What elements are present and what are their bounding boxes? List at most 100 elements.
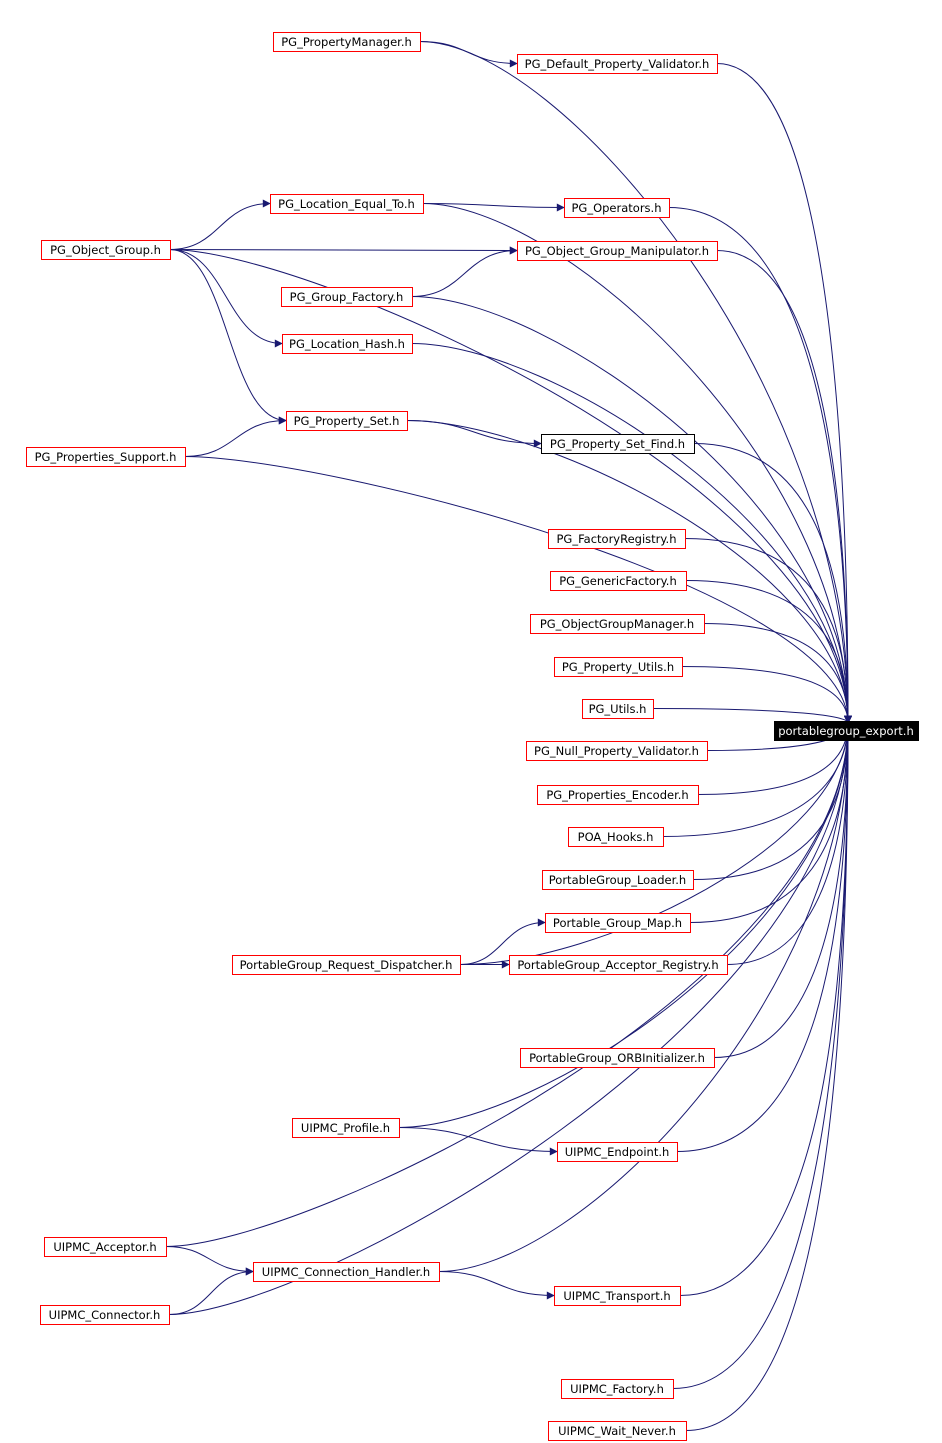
node-og[interactable]: PG_Object_Group.h [41,240,171,260]
node-utils[interactable]: PG_Utils.h [582,699,654,719]
node-box-putil [554,657,683,677]
edge-lh-to-target [411,343,852,724]
node-ops[interactable]: PG_Operators.h [564,198,670,218]
node-defval[interactable]: PG_Default_Property_Validator.h [517,54,718,74]
edge-og-to-ogm [169,246,518,255]
edge-gfac-to-target [685,580,852,724]
node-label-rdisp: PortableGroup_Request_Dispatcher.h [240,958,453,972]
node-areg[interactable]: PortableGroup_Acceptor_Registry.h [509,955,728,975]
node-loader[interactable]: PortableGroup_Loader.h [542,870,694,890]
node-box-uend [557,1142,678,1162]
node-label-ops: PG_Operators.h [571,201,661,215]
node-ogmgr[interactable]: PG_ObjectGroupManager.h [530,614,705,634]
edge-ogm-to-target [716,250,852,724]
node-label-loader: PortableGroup_Loader.h [549,873,686,887]
node-ogm[interactable]: PG_Object_Group_Manipulator.h [517,241,718,261]
edge-defval-to-target [716,63,852,724]
node-ufac[interactable]: UIPMC_Factory.h [561,1379,674,1399]
node-label-gf: PG_Group_Factory.h [290,290,404,304]
node-label-orbi: PortableGroup_ORBInitializer.h [529,1051,705,1065]
edge-gf-to-target [411,296,852,724]
node-pmgr[interactable]: PG_PropertyManager.h [273,32,421,52]
node-box-ogm [517,241,718,261]
node-label-uwn: UIPMC_Wait_Never.h [558,1424,676,1438]
node-psf[interactable]: PG_Property_Set_Find.h [541,434,695,454]
edge-uch-to-utr [438,1271,555,1300]
edge-uconn-to-uch [168,1267,254,1315]
node-label-uconn: UIPMC_Connector.h [49,1308,161,1322]
node-box-psup [26,447,186,467]
node-freg[interactable]: PG_FactoryRegistry.h [548,529,686,549]
node-box-leq [270,194,424,214]
edge-uwn-to-target [685,722,852,1431]
edge-putil-to-target [681,666,852,724]
edge-orbi-to-target [713,722,852,1058]
node-label-utils: PG_Utils.h [589,702,647,716]
node-leq[interactable]: PG_Location_Equal_To.h [270,194,424,214]
edge-freg-to-target [684,538,852,724]
node-gf[interactable]: PG_Group_Factory.h [281,287,413,307]
node-box-poa [568,827,664,847]
node-nullval[interactable]: PG_Null_Property_Validator.h [526,741,708,761]
node-ps[interactable]: PG_Property_Set.h [286,411,408,431]
node-box-uconn [40,1305,170,1325]
node-putil[interactable]: PG_Property_Utils.h [554,657,683,677]
edge-ops-to-target [668,207,852,724]
node-box-uwn [548,1421,687,1441]
edge-utr-to-target [679,722,852,1296]
edge-uprof-to-target [398,722,852,1128]
node-orbi[interactable]: PortableGroup_ORBInitializer.h [520,1048,715,1068]
node-uend[interactable]: UIPMC_Endpoint.h [557,1142,678,1162]
node-uwn[interactable]: UIPMC_Wait_Never.h [548,1421,687,1441]
node-label-uch: UIPMC_Connection_Handler.h [262,1265,430,1279]
node-box-orbi [520,1048,715,1068]
node-label-pmgr: PG_PropertyManager.h [281,35,412,49]
edge-leq-to-target [422,203,852,724]
node-uprof[interactable]: UIPMC_Profile.h [292,1118,400,1138]
node-rdisp[interactable]: PortableGroup_Request_Dispatcher.h [232,955,461,975]
node-target[interactable]: portablegroup_export.h [774,721,919,741]
node-label-uprof: UIPMC_Profile.h [301,1121,390,1135]
node-box-nullval [526,741,708,761]
node-psup[interactable]: PG_Properties_Support.h [26,447,186,467]
node-label-gfac: PG_GenericFactory.h [559,574,677,588]
node-box-gf [281,287,413,307]
header-file-nodes: PG_PropertyManager.hPG_Default_Property_… [26,32,919,1441]
node-gmap[interactable]: Portable_Group_Map.h [545,913,691,933]
node-gfac[interactable]: PG_GenericFactory.h [550,571,687,591]
edge-ps-to-target [406,420,852,724]
node-label-leq: PG_Location_Equal_To.h [278,197,415,211]
node-label-uend: UIPMC_Endpoint.h [565,1145,670,1159]
node-label-psf: PG_Property_Set_Find.h [550,437,685,451]
node-lh[interactable]: PG_Location_Hash.h [282,334,413,354]
node-poa[interactable]: POA_Hooks.h [568,827,664,847]
node-uacc[interactable]: UIPMC_Acceptor.h [44,1237,167,1257]
node-label-nullval: PG_Null_Property_Validator.h [534,744,699,758]
edge-ufac-to-target [672,722,852,1389]
node-label-poa: POA_Hooks.h [578,830,654,844]
edge-og-to-leq [169,199,271,250]
edge-ogmgr-to-target [703,623,852,724]
node-uconn[interactable]: UIPMC_Connector.h [40,1305,170,1325]
node-uch[interactable]: UIPMC_Connection_Handler.h [253,1262,440,1282]
node-box-lh [282,334,413,354]
edge-gf-to-ogm [411,246,518,297]
node-box-rdisp [232,955,461,975]
node-label-areg: PortableGroup_Acceptor_Registry.h [517,958,718,972]
edge-areg-to-target [726,722,852,965]
edge-utils-to-target [652,708,852,724]
node-label-gmap: Portable_Group_Map.h [553,916,682,930]
node-utr[interactable]: UIPMC_Transport.h [554,1286,681,1306]
node-box-uacc [44,1237,167,1257]
node-penc[interactable]: PG_Properties_Encoder.h [537,785,699,805]
node-label-defval: PG_Default_Property_Validator.h [525,57,710,71]
node-label-putil: PG_Property_Utils.h [562,660,674,674]
node-label-ogmgr: PG_ObjectGroupManager.h [540,617,694,631]
edge-og-to-lh [169,249,283,348]
node-label-uacc: UIPMC_Acceptor.h [53,1240,156,1254]
edge-og-to-ps [169,249,287,425]
node-box-psf [541,434,695,454]
edge-loader-to-target [692,722,852,880]
edge-uacc-to-uch [165,1246,254,1276]
